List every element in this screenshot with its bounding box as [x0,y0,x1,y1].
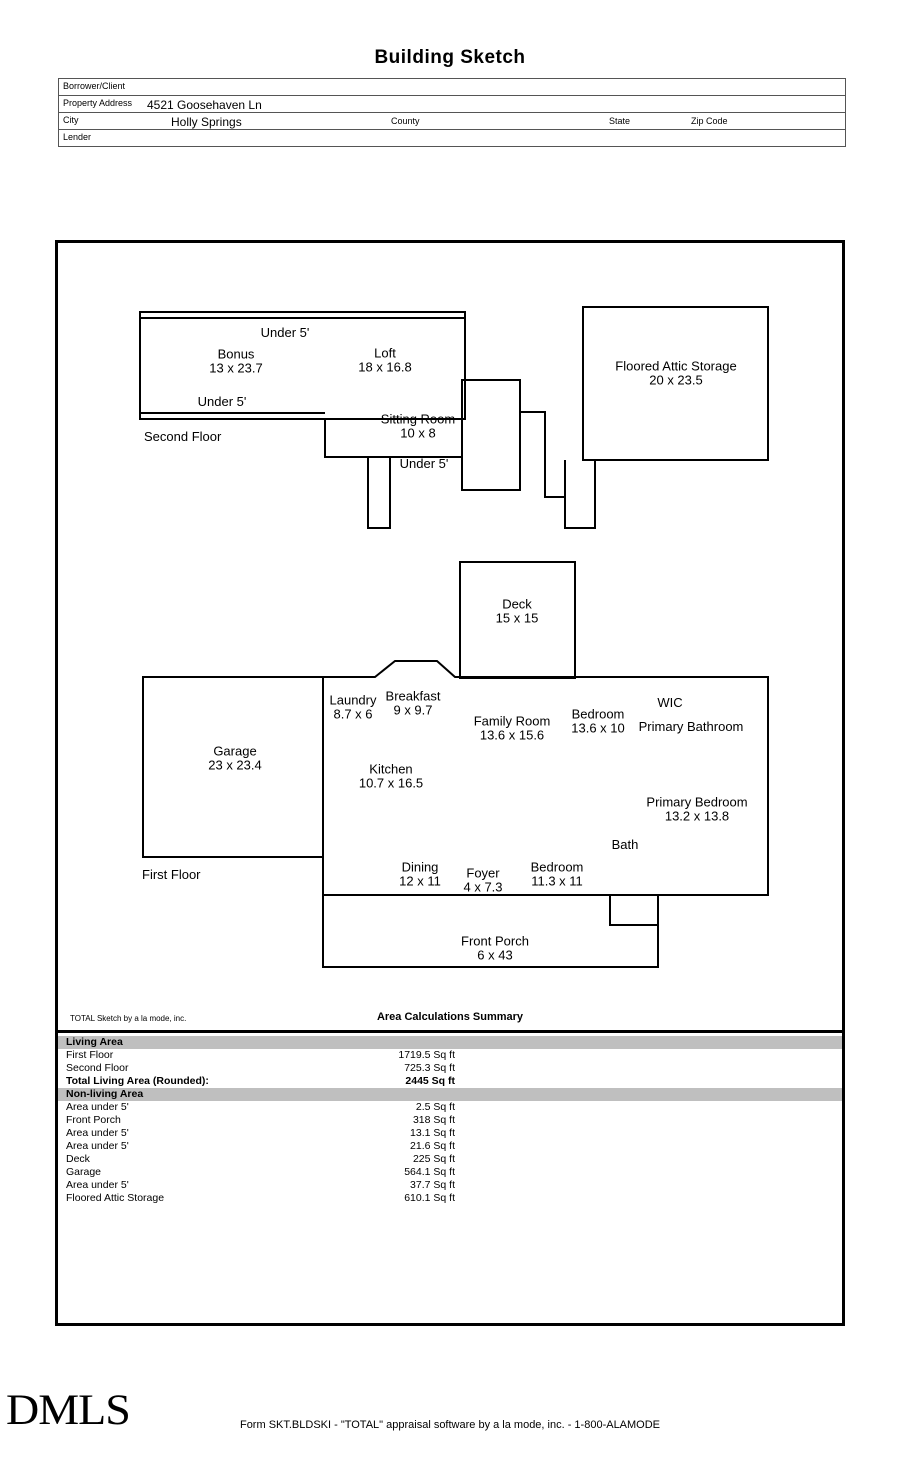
area-row-under5-d: Area under 5' 37.7 Sq ft [66,1179,455,1191]
city-value: Holly Springs [171,115,242,129]
property-address-row: Property Address 4521 Goosehaven Ln [59,96,845,113]
area-row-attic-storage: Floored Attic Storage 610.1 Sq ft [66,1192,455,1204]
borrower-label: Borrower/Client [63,81,126,91]
area-row-under5-a: Area under 5' 2.5 Sq ft [66,1101,455,1113]
area-row-second-floor: Second Floor 725.3 Sq ft [66,1062,455,1074]
area-row-first-floor: First Floor 1719.5 Sq ft [66,1049,455,1061]
page-title: Building Sketch [374,47,526,68]
area-row-total-living: Total Living Area (Rounded): 2445 Sq ft [66,1075,455,1087]
sketch-box-border [55,240,845,1326]
area-row-front-porch: Front Porch 318 Sq ft [66,1114,455,1126]
dmls-logo: DMLS [6,1385,131,1434]
area-row-under5-b: Area under 5' 13.1 Sq ft [66,1127,455,1139]
area-row-garage: Garage 564.1 Sq ft [66,1166,455,1178]
city-row: City Holly Springs County State Zip Code [59,113,845,130]
lender-row: Lender [59,130,845,146]
county-label: County [391,116,420,126]
sketch-attribution: TOTAL Sketch by a la mode, inc. [70,1014,187,1023]
area-summary-table: Living Area First Floor 1719.5 Sq ft Sec… [58,1030,842,1205]
property-info-table: Borrower/Client Property Address 4521 Go… [58,78,846,147]
living-area-header: Living Area [58,1036,842,1049]
room-label-primary-bathroom: Primary Bathroom [638,718,744,734]
borrower-row: Borrower/Client [59,79,845,96]
second-floor-label: Second Floor [144,429,222,444]
room-label-bath: Bath [611,836,639,852]
lender-label: Lender [63,132,92,142]
state-label: State [609,116,631,126]
property-address-value: 4521 Goosehaven Ln [147,98,262,112]
area-row-under5-c: Area under 5' 21.6 Sq ft [66,1140,455,1152]
room-label-under5-1: Under 5' [260,324,310,340]
room-label-wic: WIC [657,694,683,710]
zip-label: Zip Code [691,116,728,126]
room-label-under5-3: Under 5' [399,455,449,471]
first-floor-label: First Floor [142,867,201,882]
property-address-label: Property Address [63,98,133,108]
area-row-deck: Deck 225 Sq ft [66,1153,455,1165]
nonliving-area-header: Non-living Area [58,1088,842,1101]
room-label-under5-2: Under 5' [197,393,247,409]
city-label: City [63,115,79,125]
footer-form-text: Form SKT.BLDSKI - "TOTAL" appraisal soft… [239,1419,661,1431]
area-summary-title: Area Calculations Summary [376,1011,524,1023]
